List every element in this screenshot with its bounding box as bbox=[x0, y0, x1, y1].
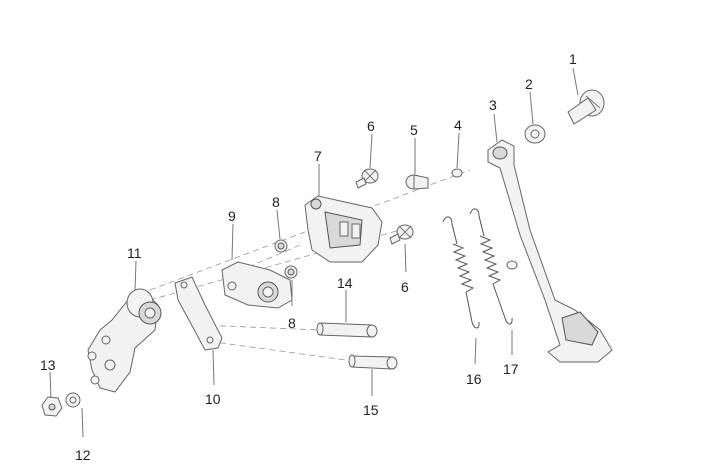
part-2-washer bbox=[524, 124, 546, 144]
part-6-screw-lower bbox=[389, 224, 414, 245]
callout-16: 16 bbox=[466, 371, 482, 387]
part-16-spring bbox=[442, 216, 480, 329]
callout-12: 12 bbox=[75, 447, 91, 463]
callout-13: 13 bbox=[40, 357, 56, 373]
callout-6-upper: 6 bbox=[367, 118, 375, 134]
part-17-spring bbox=[469, 208, 513, 325]
part-14-pin bbox=[316, 322, 378, 338]
callout-3: 3 bbox=[489, 97, 497, 113]
part-7-sensor-housing bbox=[304, 195, 383, 263]
part-10-gasket-plate bbox=[174, 276, 223, 351]
callout-6-lower: 6 bbox=[401, 279, 409, 295]
callout-15: 15 bbox=[363, 402, 379, 418]
callout-10: 10 bbox=[205, 391, 221, 407]
part-15-pin bbox=[348, 354, 398, 370]
callout-14: 14 bbox=[337, 275, 353, 291]
part-8-bushing-lower bbox=[284, 265, 298, 279]
callout-5: 5 bbox=[410, 122, 418, 138]
part-4-washer bbox=[451, 168, 463, 178]
part-13-nut bbox=[41, 396, 63, 417]
callout-4: 4 bbox=[454, 117, 462, 133]
callout-9: 9 bbox=[228, 208, 236, 224]
callout-11: 11 bbox=[127, 245, 142, 261]
part-12-washer bbox=[65, 392, 81, 408]
part-8-bushing-upper bbox=[274, 239, 288, 253]
callout-8-lower: 8 bbox=[288, 315, 296, 331]
callout-17: 17 bbox=[503, 361, 519, 377]
part-6-screw-upper bbox=[355, 168, 379, 189]
callout-1: 1 bbox=[569, 51, 577, 67]
part-1-bolt bbox=[567, 89, 605, 125]
callout-7: 7 bbox=[314, 148, 322, 164]
leader-lines bbox=[49, 67, 579, 438]
part-9-switch bbox=[221, 261, 293, 309]
part-3-side-stand bbox=[487, 139, 613, 363]
part-11-bracket-assembly bbox=[87, 288, 162, 393]
part-5-spacer bbox=[405, 174, 429, 190]
callout-2: 2 bbox=[525, 76, 533, 92]
callout-8-upper: 8 bbox=[272, 194, 280, 210]
